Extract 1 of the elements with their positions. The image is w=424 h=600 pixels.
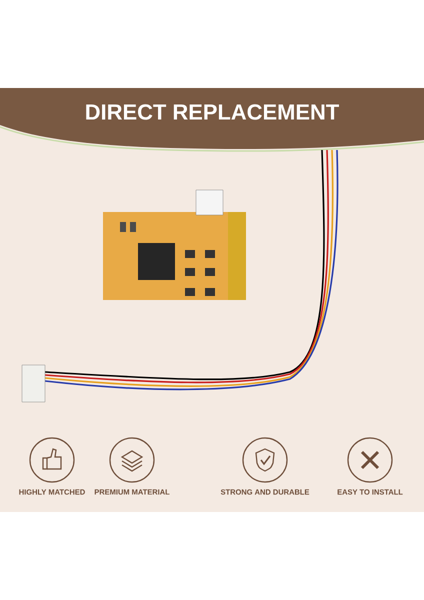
title: DIRECT REPLACEMENT xyxy=(86,104,339,120)
